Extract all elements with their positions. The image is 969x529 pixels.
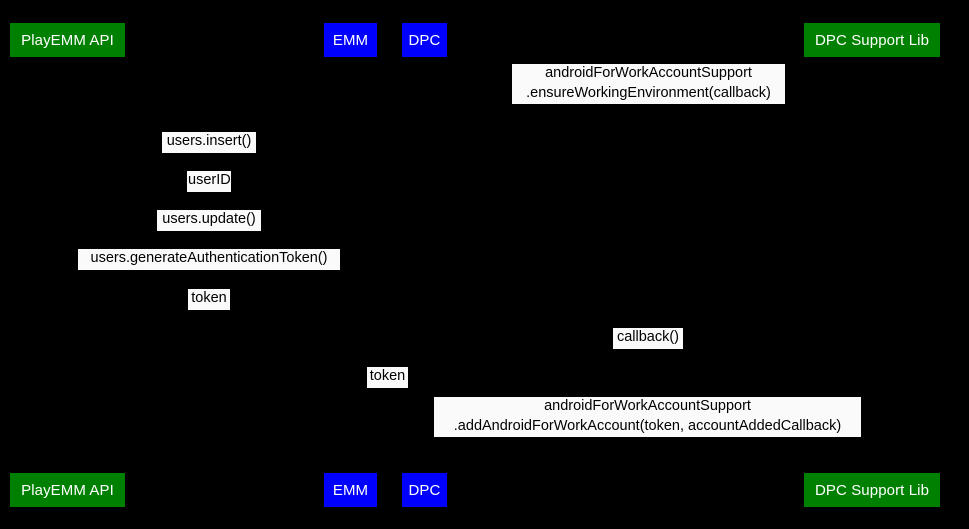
participant-label: DPC <box>408 31 441 49</box>
message-line-1: token <box>191 290 227 306</box>
participant-label: DPC Support Lib <box>814 31 930 49</box>
message-line-1: users.generateAuthenticationToken() <box>90 250 328 266</box>
message-label-token-to-emm: token <box>188 289 230 310</box>
participant-bottom-dpc[interactable]: DPC <box>402 473 447 507</box>
participant-top-dpc-support-lib[interactable]: DPC Support Lib <box>804 23 940 57</box>
message-line-1: androidForWorkAccountSupport <box>544 398 751 414</box>
message-label-callback: callback() <box>613 328 683 349</box>
participant-label: DPC <box>408 481 441 499</box>
message-label-token-to-dpc: token <box>367 367 408 388</box>
message-line-1: callback() <box>616 329 680 345</box>
message-label-ensure-working-environment: androidForWorkAccountSupport .ensureWorki… <box>512 64 785 104</box>
message-line-1: token <box>369 368 406 384</box>
message-label-add-android-for-work-account: androidForWorkAccountSupport .addAndroidF… <box>434 397 861 437</box>
participant-bottom-playemm-api[interactable]: PlayEMM API <box>10 473 125 507</box>
participant-label: EMM <box>332 481 369 499</box>
message-line-2: .ensureWorkingEnvironment(callback) <box>526 84 771 101</box>
participant-label: PlayEMM API <box>21 31 114 49</box>
participant-bottom-dpc-support-lib[interactable]: DPC Support Lib <box>804 473 940 507</box>
participant-top-dpc[interactable]: DPC <box>402 23 447 57</box>
message-line-2: .addAndroidForWorkAccount(token, account… <box>453 417 842 434</box>
message-label-users-generate-authentication-token: users.generateAuthenticationToken() <box>78 249 340 270</box>
message-line-1: userID <box>188 172 231 188</box>
message-line-1: users.update() <box>162 211 256 227</box>
message-line-1: users.insert() <box>166 133 252 149</box>
message-label-user-id: userID <box>187 171 231 192</box>
participant-top-playemm-api[interactable]: PlayEMM API <box>10 23 125 57</box>
participant-label: EMM <box>332 31 369 49</box>
participant-bottom-emm[interactable]: EMM <box>324 473 377 507</box>
message-line-1: androidForWorkAccountSupport <box>545 65 752 81</box>
participant-label: DPC Support Lib <box>814 481 930 499</box>
participant-label: PlayEMM API <box>21 481 114 499</box>
message-label-users-insert: users.insert() <box>162 132 256 153</box>
participant-top-emm[interactable]: EMM <box>324 23 377 57</box>
message-label-users-update: users.update() <box>157 210 261 231</box>
